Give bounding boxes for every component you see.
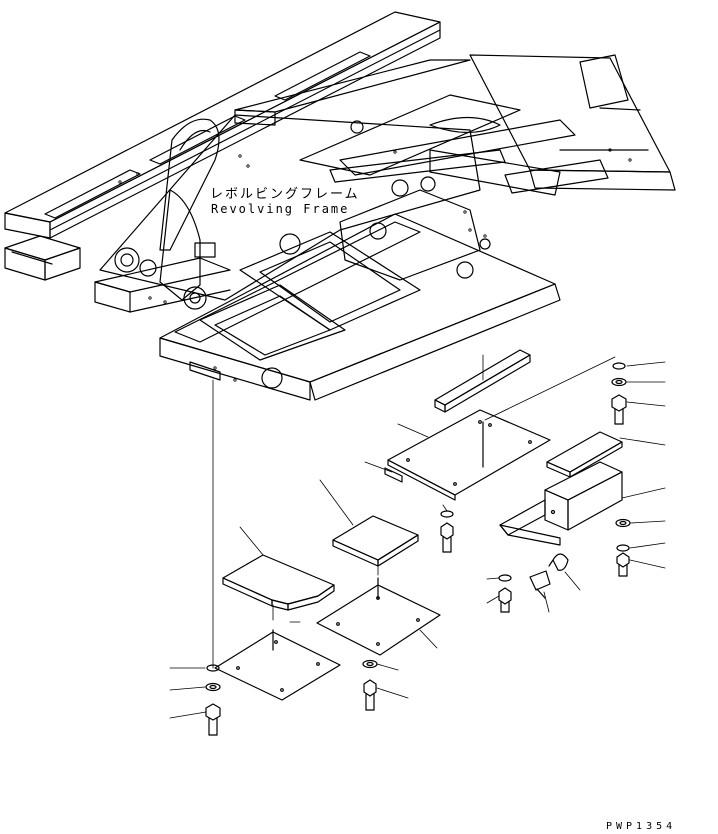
bracket-box [499, 461, 623, 546]
frame-label-japanese: レボルビングフレーム [210, 187, 360, 202]
cover-plate-middle [316, 584, 441, 656]
leader-lines [169, 361, 666, 719]
pad-middle [332, 515, 419, 567]
bolt-set-center [440, 510, 454, 553]
bolt-set-left [205, 664, 221, 736]
cover-plate-left [214, 631, 341, 701]
drawing-code: PWP1354 [606, 821, 676, 832]
bolt-set-middle [362, 659, 378, 711]
bolt-set-bracket [615, 518, 631, 577]
cover-plate-upper [387, 409, 551, 501]
clamp [548, 553, 569, 571]
revolving-frame [4, 11, 676, 401]
bolt-set-upper-right [611, 362, 627, 425]
rubber-strip [434, 349, 531, 413]
bolt-set-clamp [498, 570, 551, 613]
pad-left [222, 554, 335, 611]
frame-label-english: Revolving Frame [211, 202, 349, 216]
